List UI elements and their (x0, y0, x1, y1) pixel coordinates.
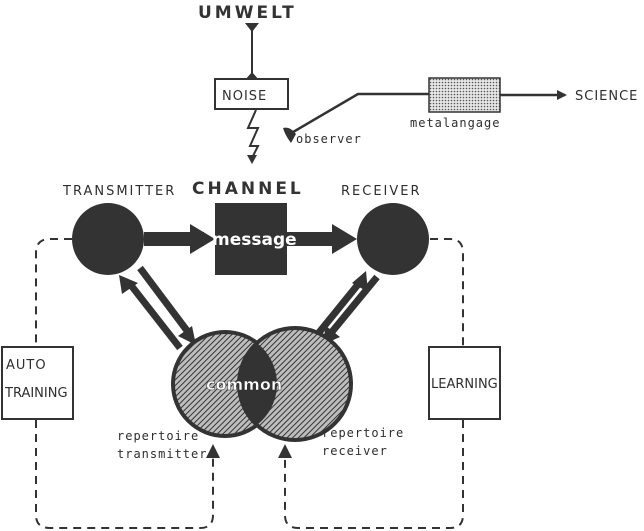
auto-training-feedback-line (35, 420, 214, 529)
repertoire-to-transmitter-line (127, 281, 183, 351)
noise-lightning-icon (246, 109, 260, 159)
learning-label: LEARNING (431, 377, 498, 392)
receiver-node (357, 203, 429, 275)
learning-arrowhead-icon (278, 444, 292, 458)
transmitter-to-channel-shaft (144, 232, 204, 246)
observer-eye-icon (283, 127, 296, 143)
message-label: message (212, 230, 297, 250)
auto-training-arrowhead-icon (206, 444, 220, 458)
transmitter-label: TRANSMITTER (62, 184, 176, 199)
transmitter-node (72, 203, 144, 275)
transmitter-to-repertoire-arrowhead-icon (178, 326, 196, 345)
channel-to-receiver-arrowhead-icon (332, 224, 357, 254)
metalangage-box (428, 77, 501, 113)
noise-arrowhead-icon (247, 155, 257, 164)
receiver-to-repertoire-line (328, 274, 380, 336)
repertoire-transmitter-label-2: transmitter (117, 447, 207, 461)
channel-block (215, 203, 287, 275)
channel-to-receiver-shaft (287, 232, 335, 246)
auto-training-label-2: TRAINING (4, 386, 68, 401)
transmitter-to-repertoire-line (137, 265, 191, 335)
metalangage-label: metalangage (410, 116, 500, 130)
transmitter-to-channel-arrowhead-icon (190, 224, 215, 254)
common-label: common (206, 375, 282, 394)
repertoire-receiver-label-1: repertoire (322, 426, 404, 440)
umwelt-arrow-icon (245, 23, 259, 32)
learning-box (428, 346, 501, 420)
common-overlap (239, 332, 277, 436)
science-label: SCIENCE (575, 89, 638, 104)
umwelt-label: UMWELT (198, 3, 297, 23)
repertoire-receiver-label-2: receiver (322, 444, 388, 458)
repertoire-to-transmitter-arrowhead-icon (119, 275, 138, 294)
repertoire-to-receiver-arrowhead-icon (352, 271, 368, 292)
observer-label: observer (296, 132, 362, 146)
transmitter-feedback-line-top (35, 238, 72, 347)
observer-line (287, 92, 430, 137)
repertoire-to-receiver-line (314, 279, 363, 338)
auto-training-box (1, 346, 74, 420)
auto-training-label-1: AUTO (6, 358, 47, 373)
noise-label: NOISE (222, 89, 267, 104)
receiver-label: RECEIVER (341, 184, 422, 199)
channel-label: CHANNEL (192, 179, 304, 199)
noise-box (214, 78, 289, 110)
learning-feedback-line (284, 420, 464, 529)
repertoire-transmitter-label-1: repertoire (117, 429, 199, 443)
receiver-feedback-line-top (430, 238, 464, 347)
